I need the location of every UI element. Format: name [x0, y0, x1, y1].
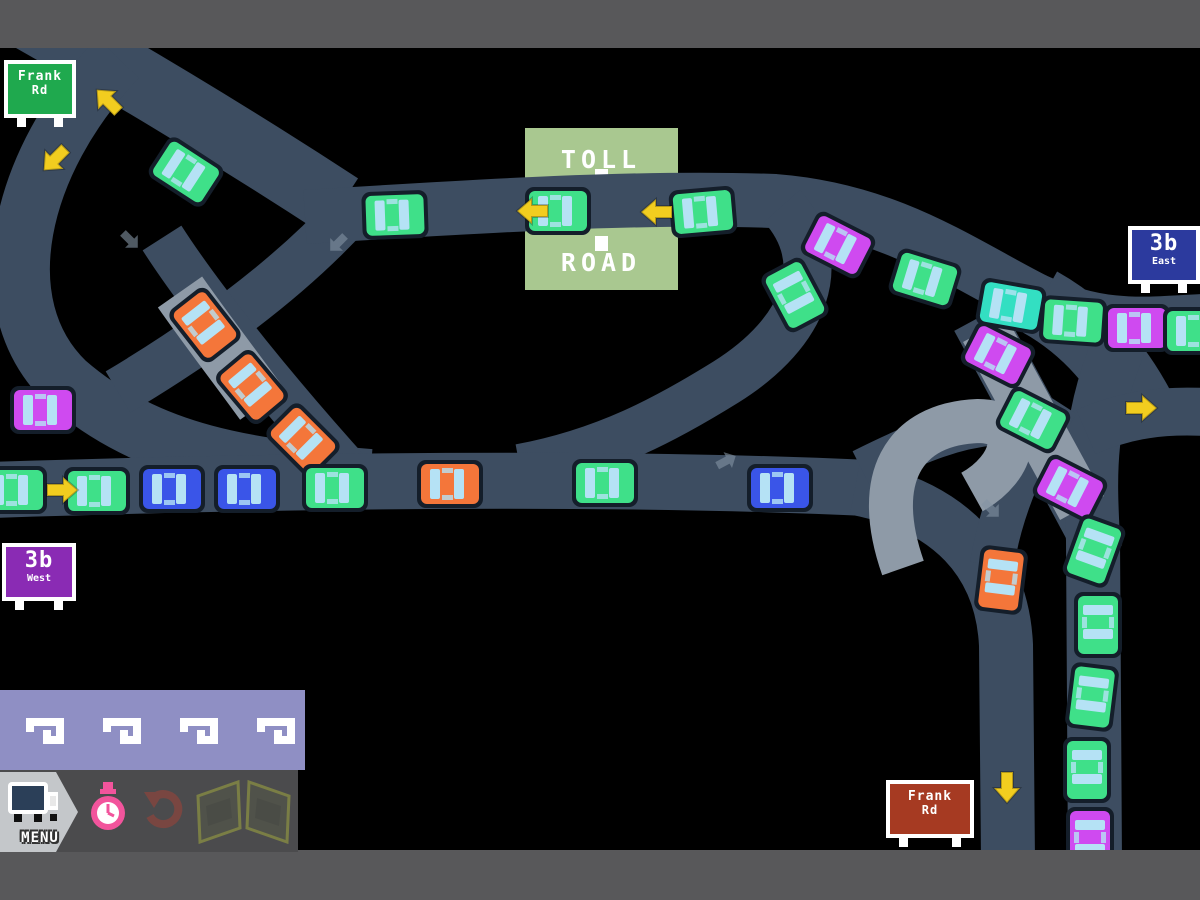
yellow-route-arrow [1125, 392, 1159, 424]
sign-text: Frank [907, 789, 953, 804]
car-green [1063, 737, 1111, 803]
car-green [64, 467, 130, 515]
car-orange [266, 403, 340, 477]
car-green [888, 248, 962, 310]
sign-frank-rd-bottom: Frank Rd [886, 780, 974, 847]
car-blue [139, 465, 205, 513]
corner-road-icon [180, 718, 218, 744]
stopwatch-icon [91, 782, 125, 830]
letterbox-bottom [0, 850, 1200, 900]
corner-road-icon [103, 718, 141, 744]
car-magenta [1032, 454, 1108, 522]
yellow-route-arrow [42, 142, 72, 172]
car-green [1074, 592, 1122, 658]
car-green [0, 466, 47, 514]
car-green [302, 464, 368, 512]
car-green [995, 386, 1071, 454]
stopwatch-button[interactable] [90, 780, 126, 846]
road-piece-button-2[interactable] [99, 710, 143, 750]
yellow-route-arrow [991, 771, 1023, 805]
car-orange [417, 460, 483, 508]
car-magenta [800, 211, 876, 279]
snapshot-left-icon [196, 779, 242, 845]
cars-layer [0, 137, 1200, 873]
direction-hint-arrow [981, 499, 999, 517]
sign-text: Rd [31, 83, 49, 98]
sign-text: Frank [17, 69, 63, 84]
snapshot-left-button[interactable] [192, 778, 244, 848]
yellow-route-arrow [46, 474, 80, 506]
snapshot-right-button[interactable] [245, 778, 297, 848]
sign-exit-3b-west: 3b West [2, 543, 76, 610]
car-green [361, 190, 429, 240]
car-magenta [1104, 304, 1170, 352]
undo-icon [144, 790, 183, 829]
car-orange [974, 545, 1028, 615]
toolbar: MENU [0, 770, 298, 852]
car-orange [216, 349, 288, 425]
car-teal [975, 278, 1047, 334]
direction-hint-arrow [120, 230, 138, 248]
car-green [1163, 307, 1200, 355]
toll-sign-line2: ROAD [561, 248, 641, 277]
sign-text: 3b [24, 548, 54, 573]
menu-label: MENU [21, 830, 59, 846]
snapshot-right-icon [245, 779, 291, 845]
road-toll-exit-loop [515, 190, 832, 492]
car-orange [169, 287, 241, 363]
car-green [148, 137, 224, 207]
corner-road-icon [26, 718, 64, 744]
route-arrows-layer [42, 88, 1159, 805]
bridge-hook [868, 398, 1032, 576]
menu-button[interactable]: MENU [0, 770, 80, 852]
car-green [1039, 295, 1107, 347]
undo-button[interactable] [142, 786, 188, 840]
car-magenta [960, 321, 1036, 389]
car-green [1065, 662, 1119, 732]
yellow-route-arrow [639, 196, 673, 228]
car-blue [214, 465, 280, 513]
sign-exit-3b-east: 3b East [1128, 226, 1200, 293]
car-green [572, 459, 638, 507]
sign-text: West [26, 573, 52, 585]
car-magenta [10, 386, 76, 434]
direction-hint-arrow [715, 452, 736, 470]
car-green [761, 257, 829, 333]
sign-text: 3b [1149, 231, 1179, 256]
road-piece-button-4[interactable] [253, 710, 297, 750]
road-piece-button-1[interactable] [22, 710, 66, 750]
road-piece-palette [0, 690, 305, 770]
sign-frank-rd-top: Frank Rd [4, 60, 76, 127]
direction-hint-arrow [330, 233, 348, 251]
sign-text: East [1151, 256, 1177, 268]
road-piece-button-3[interactable] [176, 710, 220, 750]
car-blue [747, 464, 813, 512]
corner-road-icon [257, 718, 295, 744]
yellow-route-arrow [515, 195, 549, 227]
yellow-route-arrow [95, 88, 125, 118]
car-green [525, 187, 591, 235]
car-green [668, 185, 738, 239]
sign-text: Rd [921, 803, 939, 818]
truck-icon [8, 782, 58, 822]
letterbox-top [0, 0, 1200, 48]
car-green [1062, 514, 1126, 588]
